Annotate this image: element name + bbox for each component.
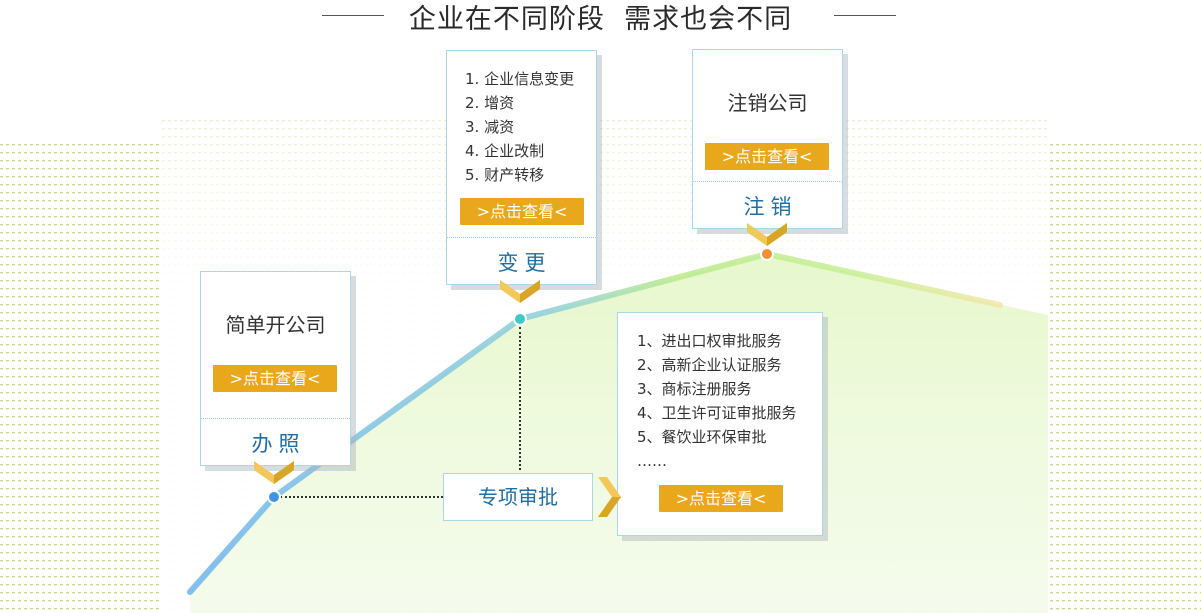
page-header: 企业在不同阶段 需求也会不同 xyxy=(0,0,1201,35)
card-divider xyxy=(447,237,596,238)
chevron-down-icon xyxy=(254,461,294,484)
card-title-cancel: 注销公司 xyxy=(727,91,808,115)
special-approval-card: 1、进出口权审批服务 2、高新企业认证服务 3、商标注册服务 4、卫生许可证审批… xyxy=(617,312,823,536)
connector-horizontal xyxy=(280,496,443,498)
stage-label-cancel: 注销 xyxy=(743,195,798,219)
view-change-button[interactable]: >点击查看< xyxy=(460,198,584,225)
milestone-dot-register xyxy=(267,490,281,504)
page-title: 企业在不同阶段 需求也会不同 xyxy=(408,4,793,35)
view-cancel-button[interactable]: >点击查看< xyxy=(705,143,829,170)
list-item: …… xyxy=(637,452,667,470)
stage-label-register: 办照 xyxy=(251,432,306,456)
title-divider-right xyxy=(834,15,896,16)
list-item: 2、高新企业认证服务 xyxy=(637,356,782,374)
chevron-right-icon xyxy=(598,477,621,517)
stage-card-change: 1. 企业信息变更 2. 增资 3. 减资 4. 企业改制 5. 财产转移 >点… xyxy=(446,50,597,285)
special-services-list: 1、进出口权审批服务 2、高新企业认证服务 3、商标注册服务 4、卫生许可证审批… xyxy=(637,329,797,473)
stage-card-register: 简单开公司 >点击查看< 办照 xyxy=(200,271,351,466)
list-item: 1. 企业信息变更 xyxy=(465,70,575,88)
list-item: 3. 减资 xyxy=(465,118,515,136)
connector-vertical xyxy=(519,327,521,470)
stage-label-change: 变更 xyxy=(497,251,552,275)
card-divider xyxy=(693,181,842,182)
card-title-register: 简单开公司 xyxy=(225,313,326,337)
list-item: 4. 企业改制 xyxy=(465,142,545,160)
list-item: 5、餐饮业环保审批 xyxy=(637,428,767,446)
view-special-button[interactable]: >点击查看< xyxy=(659,485,783,512)
chevron-down-icon xyxy=(500,280,540,303)
view-register-button[interactable]: >点击查看< xyxy=(213,365,337,392)
list-item: 2. 增资 xyxy=(465,94,515,112)
milestone-dot-change xyxy=(513,312,527,326)
chevron-down-icon xyxy=(747,223,787,246)
list-item: 5. 财产转移 xyxy=(465,166,545,184)
list-item: 4、卫生许可证审批服务 xyxy=(637,404,797,422)
special-approval-label[interactable]: 专项审批 xyxy=(443,473,593,521)
list-item: 3、商标注册服务 xyxy=(637,380,752,398)
title-divider-left xyxy=(322,15,384,16)
milestone-dot-cancel xyxy=(760,247,774,261)
card-divider xyxy=(201,418,350,419)
stage-card-cancel: 注销公司 >点击查看< 注销 xyxy=(692,49,843,229)
change-services-list: 1. 企业信息变更 2. 增资 3. 减资 4. 企业改制 5. 财产转移 xyxy=(465,67,574,187)
list-item: 1、进出口权审批服务 xyxy=(637,332,782,350)
